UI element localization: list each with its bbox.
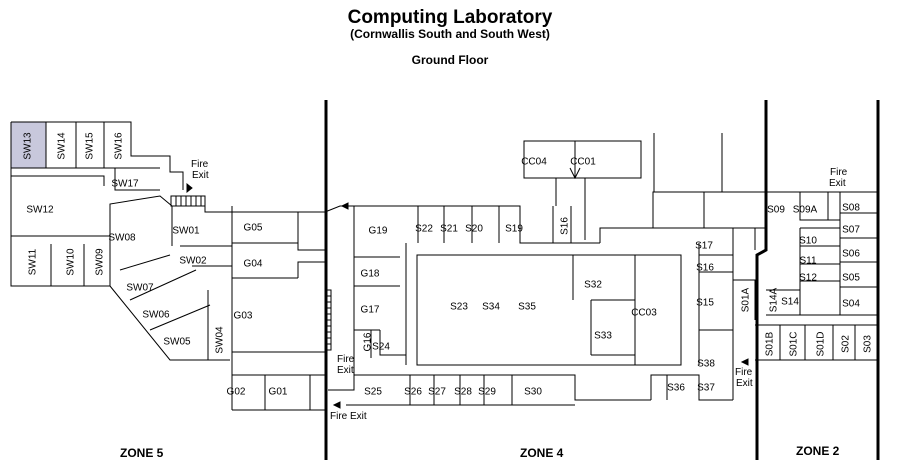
page-subtitle: (Cornwallis South and South West)	[350, 27, 550, 41]
room-label-s06: S06	[842, 249, 860, 260]
room-label-sw16: SW16	[114, 132, 125, 160]
fire-exit-label-g16-exit: Exit	[337, 365, 354, 376]
room-label-s17: S17	[695, 241, 713, 252]
room-label-s28: S28	[454, 387, 472, 398]
room-label-s20: S20	[465, 224, 483, 235]
floor-label: Ground Floor	[411, 53, 489, 67]
wall-lines	[10, 121, 878, 411]
room-label-s04: S04	[842, 299, 860, 310]
room-label-s33: S33	[594, 331, 612, 342]
room-label-cc03: CC03	[631, 308, 657, 319]
fire-exit-label-zone2-fire: Fire	[735, 367, 753, 378]
room-label-s08: S08	[842, 203, 860, 214]
room-label-s12: S12	[799, 273, 817, 284]
room-label-s11: S11	[799, 256, 816, 267]
room-label-cc04: CC04	[521, 157, 547, 168]
room-label-s34: S34	[482, 302, 500, 313]
fire-exit-label-s08-exit: Exit	[829, 178, 846, 189]
room-label-cc01: CC01	[570, 157, 596, 168]
fire-exit-label-g16-fire: Fire	[337, 354, 355, 365]
room-label-s10: S10	[799, 236, 817, 247]
room-label-sw14: SW14	[57, 132, 68, 160]
room-label-s27: S27	[428, 387, 446, 398]
room-label-s32: S32	[584, 280, 602, 291]
fire-exit-label-zone5-exit: Exit	[192, 170, 209, 181]
room-label-s03: S03	[863, 335, 874, 353]
room-label-s23: S23	[450, 302, 468, 313]
room-label-sw02: SW02	[179, 256, 207, 267]
exit-arrows	[186, 160, 749, 409]
room-label-s37: S37	[697, 383, 715, 394]
room-label-g19: G19	[369, 226, 388, 237]
zone-label-4: ZONE 4	[520, 446, 564, 460]
room-label-s15: S15	[696, 298, 714, 309]
room-label-sw07: SW07	[126, 283, 154, 294]
room-label-g17: G17	[361, 305, 380, 316]
fire-exit-label-s08-fire: Fire	[830, 167, 848, 178]
room-label-g18: G18	[361, 269, 380, 280]
room-label-s22: S22	[415, 224, 433, 235]
room-label-g03: G03	[234, 311, 253, 322]
room-label-sw13: SW13	[23, 132, 34, 160]
room-label-s01a: S01A	[741, 287, 752, 312]
fire-exit-label-south: Fire Exit	[330, 411, 367, 422]
room-label-s07: S07	[842, 225, 860, 236]
room-label-s26: S26	[404, 387, 422, 398]
room-label-s14a: S14A	[769, 287, 780, 312]
room-label-g04: G04	[244, 259, 263, 270]
room-label-s14: S14	[781, 297, 799, 308]
room-label-s24: S24	[372, 342, 390, 353]
page-title: Computing Laboratory	[347, 7, 553, 28]
zone-label-5: ZONE 5	[120, 446, 164, 460]
room-label-s01b: S01B	[765, 331, 776, 356]
room-label-sw05: SW05	[163, 337, 191, 348]
room-label-s02: S02	[841, 335, 852, 353]
room-label-s30: S30	[524, 387, 542, 398]
room-label-s25: S25	[364, 387, 382, 398]
room-label-s16: S16	[560, 217, 571, 235]
highlighted-room-sw13	[11, 122, 46, 168]
room-label-s05: S05	[842, 273, 860, 284]
room-label-g02: G02	[227, 387, 246, 398]
room-label-s01c: S01C	[789, 331, 800, 356]
room-label-sw17: SW17	[111, 179, 139, 190]
fire-exit-label-zone2-exit: Exit	[736, 378, 753, 389]
fire-exit-label-zone5-fire: Fire	[191, 159, 209, 170]
room-label-sw01: SW01	[172, 226, 200, 237]
room-label-s09a: S09A	[793, 205, 818, 216]
room-label-sw09: SW09	[95, 248, 106, 276]
zone-label-2: ZONE 2	[796, 444, 840, 458]
room-label-g16: G16	[363, 332, 374, 351]
room-label-s16: S16	[696, 263, 714, 274]
room-label-sw06: SW06	[142, 310, 170, 321]
room-label-s35: S35	[518, 302, 536, 313]
room-label-s21: S21	[440, 224, 458, 235]
room-label-s09: S09	[767, 205, 785, 216]
room-label-sw15: SW15	[85, 132, 96, 160]
room-label-s29: S29	[478, 387, 496, 398]
room-label-g01: G01	[269, 387, 288, 398]
room-label-sw12: SW12	[26, 205, 54, 216]
room-label-g05: G05	[244, 223, 263, 234]
room-label-sw08: SW08	[108, 233, 136, 244]
room-label-sw04: SW04	[215, 326, 226, 354]
room-label-s19: S19	[505, 224, 523, 235]
zone-divider-2-4	[755, 100, 768, 460]
room-label-sw11: SW11	[28, 248, 39, 275]
room-label-s01d: S01D	[816, 331, 827, 356]
room-label-sw10: SW10	[66, 248, 77, 276]
room-label-s36: S36	[667, 383, 685, 394]
room-label-s38: S38	[697, 359, 715, 370]
